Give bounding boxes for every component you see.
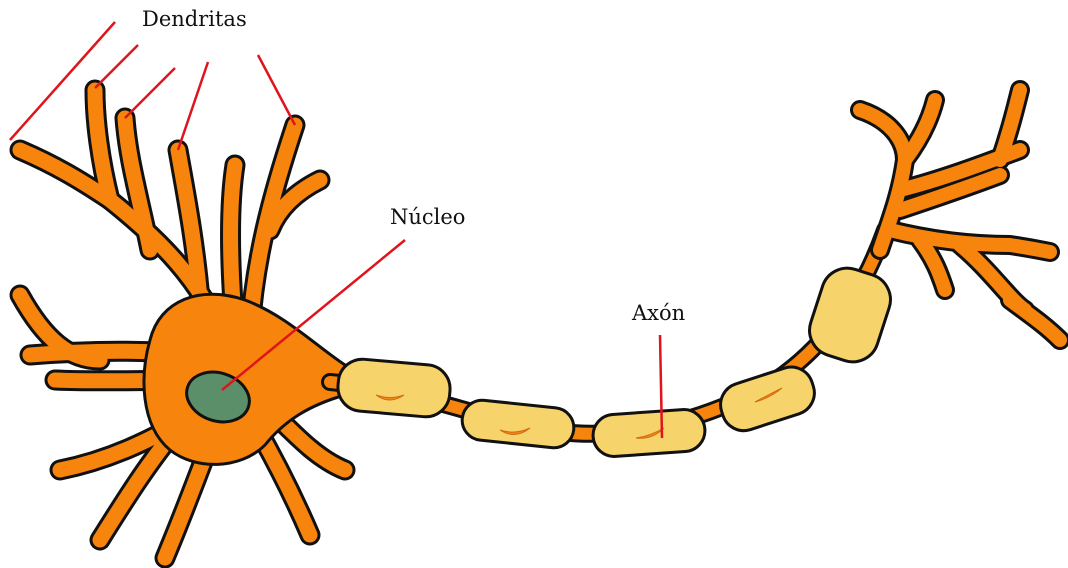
pointer-line-dendrite [258, 55, 295, 125]
label-dendrites: Dendritas [142, 9, 247, 30]
myelin-segment [592, 408, 707, 458]
myelin-segment [460, 398, 576, 449]
label-axon: Axón [632, 303, 685, 324]
pointer-line-dendrite [125, 68, 175, 118]
myelin-segment [715, 361, 820, 436]
pointer-line-dendrite [95, 45, 138, 88]
pointer-line-dendrite [178, 62, 208, 150]
myelin-segment [336, 357, 452, 419]
label-nucleus: Núcleo [390, 207, 465, 228]
